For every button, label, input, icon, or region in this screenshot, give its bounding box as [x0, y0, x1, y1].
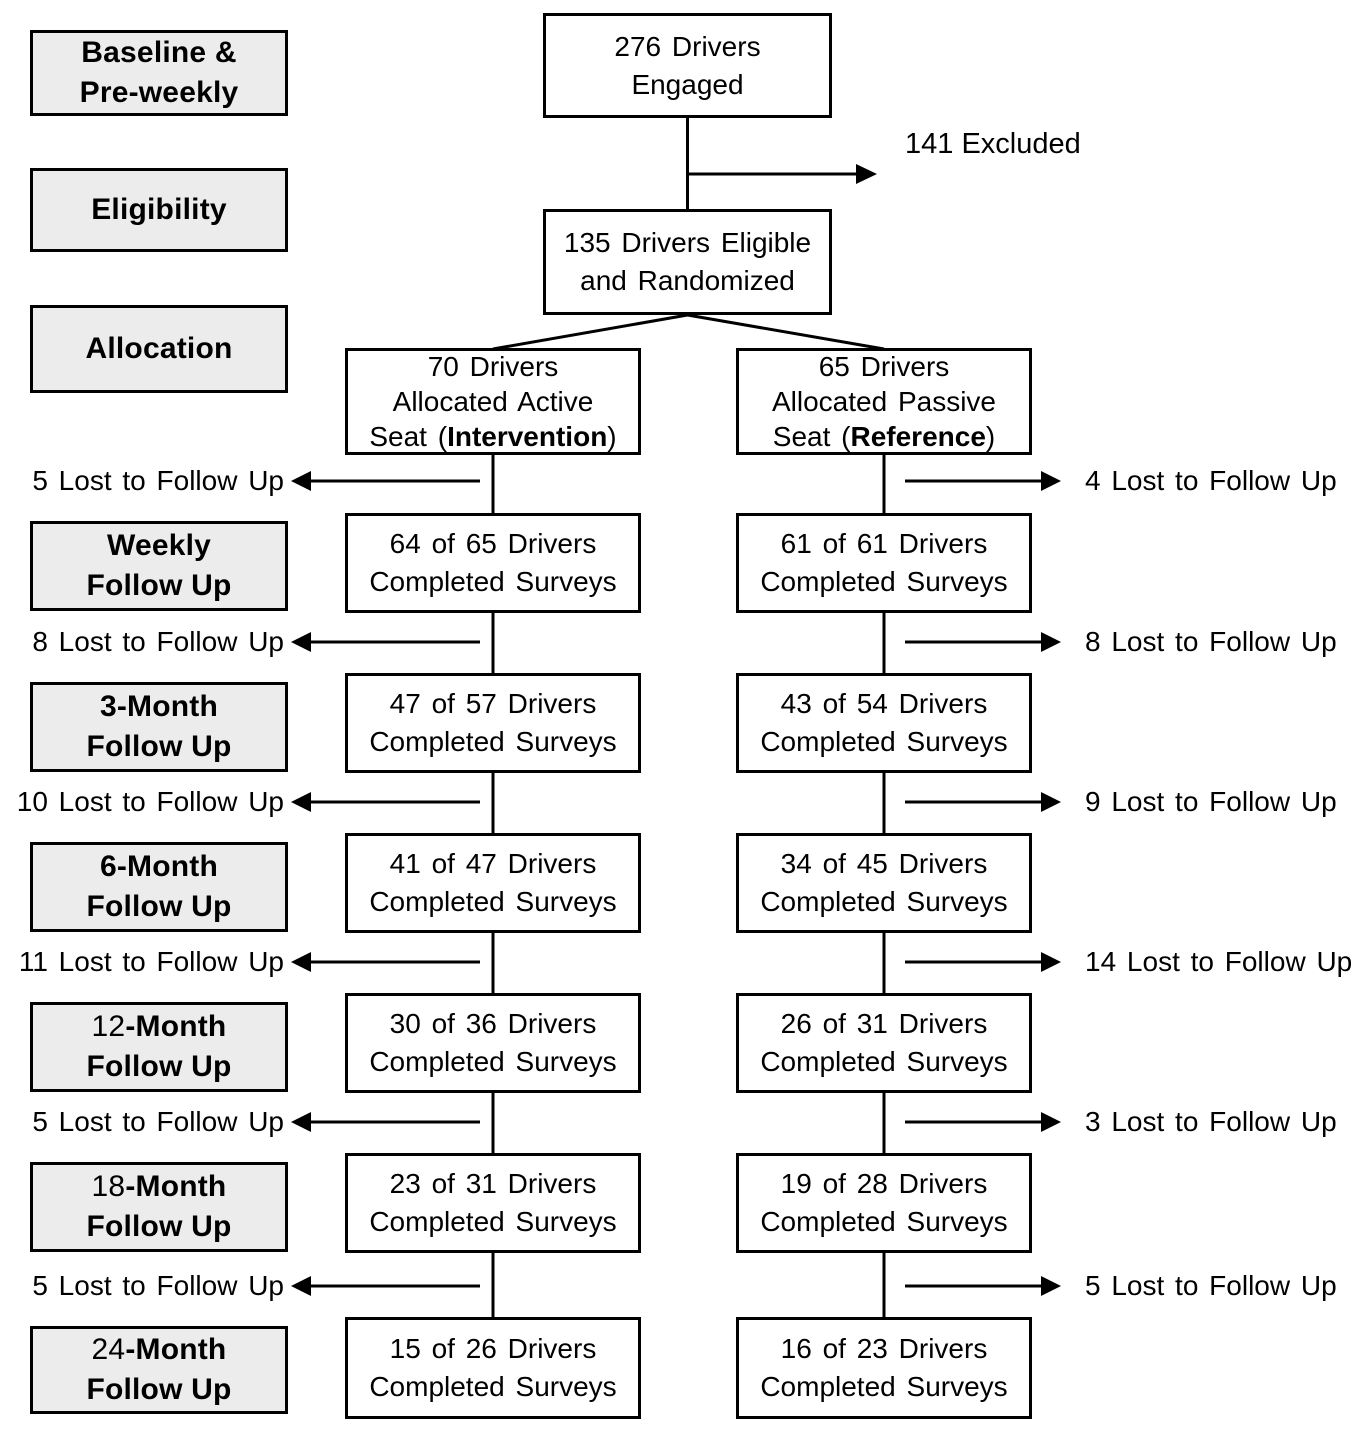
box-completed-left-1: 47 of 57 Drivers Completed Surveys	[345, 673, 641, 773]
stage-label-6-month: 6-Month Follow Up	[30, 842, 288, 932]
lost-arrowhead-left-3	[291, 952, 311, 972]
lost-right-2: 9 Lost to Follow Up	[1085, 786, 1337, 817]
stage-label-baseline: Baseline & Pre-weekly	[30, 30, 288, 116]
stage-label-weekly: Weekly Follow Up	[30, 521, 288, 611]
stage-label-18-month: 18-Month Follow Up	[30, 1162, 288, 1252]
lost-arrowhead-left-4	[291, 1112, 311, 1132]
lost-arrowhead-right-1	[1041, 632, 1061, 652]
stage-label-12-month: 12-Month Follow Up	[30, 1002, 288, 1092]
lost-arrowhead-left-1	[291, 632, 311, 652]
box-completed-left-0: 64 of 65 Drivers Completed Surveys	[345, 513, 641, 613]
box-allocated-intervention: 70 Drivers Allocated Active Seat (Interv…	[345, 348, 641, 455]
stage-label-allocation: Allocation	[30, 305, 288, 393]
lost-right-4: 3 Lost to Follow Up	[1085, 1106, 1337, 1137]
lost-arrowhead-left-5	[291, 1276, 311, 1296]
box-completed-right-0: 61 of 61 Drivers Completed Surveys	[736, 513, 1032, 613]
lost-arrowhead-right-2	[1041, 792, 1061, 812]
lost-right-3: 14 Lost to Follow Up	[1085, 946, 1353, 977]
lost-arrowhead-left-0	[291, 471, 311, 491]
stage-label-24-month: 24-Month Follow Up	[30, 1326, 288, 1414]
lost-right-0: 4 Lost to Follow Up	[1085, 465, 1337, 496]
lost-left-2: 10 Lost to Follow Up	[16, 786, 284, 817]
lost-left-5: 5 Lost to Follow Up	[32, 1270, 284, 1301]
box-allocated-reference: 65 Drivers Allocated Passive Seat (Refer…	[736, 348, 1032, 455]
box-completed-left-4: 23 of 31 Drivers Completed Surveys	[345, 1153, 641, 1253]
lost-arrowhead-right-0	[1041, 471, 1061, 491]
box-completed-right-4: 19 of 28 Drivers Completed Surveys	[736, 1153, 1032, 1253]
stage-label-eligibility: Eligibility	[30, 168, 288, 252]
box-completed-right-2: 34 of 45 Drivers Completed Surveys	[736, 833, 1032, 933]
box-eligible-randomized: 135 Drivers Eligible and Randomized	[543, 209, 832, 315]
stage-label-3-month: 3-Month Follow Up	[30, 682, 288, 772]
box-completed-left-2: 41 of 47 Drivers Completed Surveys	[345, 833, 641, 933]
lost-right-1: 8 Lost to Follow Up	[1085, 626, 1337, 657]
lost-left-4: 5 Lost to Follow Up	[32, 1106, 284, 1137]
lost-left-0: 5 Lost to Follow Up	[32, 465, 284, 496]
diagonal-to-intervention	[492, 313, 688, 351]
box-completed-left-3: 30 of 36 Drivers Completed Surveys	[345, 993, 641, 1093]
box-completed-left-5: 15 of 26 Drivers Completed Surveys	[345, 1317, 641, 1419]
excluded-label: 141 Excluded	[905, 128, 1081, 160]
lost-right-5: 5 Lost to Follow Up	[1085, 1270, 1337, 1301]
lost-arrowhead-right-4	[1041, 1112, 1061, 1132]
excluded-arrowhead	[856, 164, 877, 184]
box-completed-right-3: 26 of 31 Drivers Completed Surveys	[736, 993, 1032, 1093]
box-engaged: 276 Drivers Engaged	[543, 13, 832, 118]
box-completed-right-1: 43 of 54 Drivers Completed Surveys	[736, 673, 1032, 773]
lost-left-1: 8 Lost to Follow Up	[32, 626, 284, 657]
lost-arrowhead-right-3	[1041, 952, 1061, 972]
box-completed-right-5: 16 of 23 Drivers Completed Surveys	[736, 1317, 1032, 1419]
lost-arrowhead-right-5	[1041, 1276, 1061, 1296]
lost-arrowhead-left-2	[291, 792, 311, 812]
diagonal-to-reference	[687, 313, 885, 351]
lost-left-3: 11 Lost to Follow Up	[18, 946, 284, 977]
